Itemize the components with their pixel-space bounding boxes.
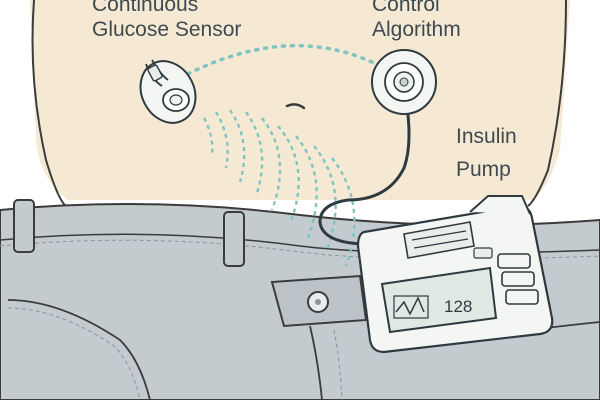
- pump-screen: [380, 266, 498, 334]
- sensor-label-line2: Glucose Sensor: [92, 18, 242, 41]
- algorithm-label-line2: Algorithm: [372, 18, 461, 41]
- belly-button: [285, 103, 306, 110]
- algorithm-label-line1: Control: [372, 0, 440, 16]
- sensor-label-line1: Continuous: [92, 0, 199, 16]
- torso-left-edge: [31, 0, 67, 207]
- algorithm-patch-icon: [371, 49, 437, 115]
- pump-label-line2: Pump: [456, 158, 511, 181]
- sensor-icon: [139, 59, 197, 124]
- insulin-pump-icon: 128: [356, 195, 554, 354]
- torso-right-edge: [527, 0, 567, 207]
- pump-button-1: [497, 253, 531, 269]
- pump-label-line1: Insulin: [456, 125, 517, 148]
- infusion-tube: [318, 87, 411, 246]
- wireless-link: [178, 43, 382, 80]
- signal-waves: [202, 109, 356, 267]
- pump-button-2: [501, 271, 535, 287]
- pump-button-3: [505, 289, 539, 305]
- glucose-reading: 128: [444, 297, 472, 316]
- torso: [30, 0, 570, 200]
